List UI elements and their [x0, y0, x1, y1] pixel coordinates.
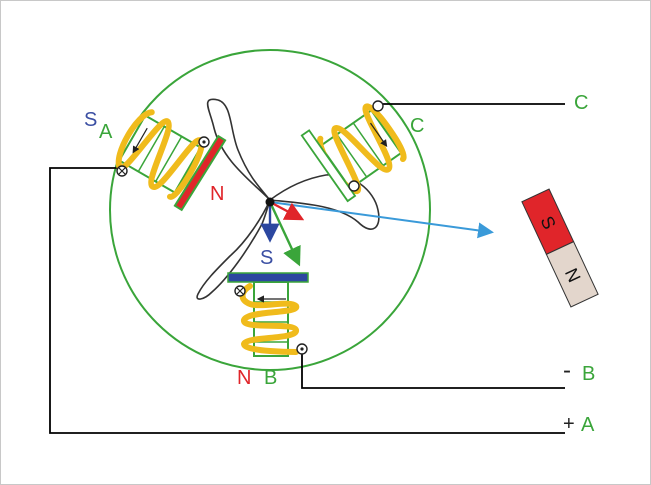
coil-c: [317, 103, 407, 195]
field-arrow-red: [269, 200, 305, 221]
terminal-c-label: C: [574, 92, 589, 114]
field-arrow-blue: [269, 201, 494, 239]
coil-a-plate-pole-label: N: [210, 183, 225, 205]
wire-a: [49, 167, 565, 434]
current-in-cross-icon: [116, 165, 128, 177]
rotor-center: [265, 197, 275, 207]
coil-c-pole-plate: [300, 129, 357, 203]
terminal-b-sign: -: [563, 357, 571, 384]
coil-a-pole-label: S: [84, 109, 98, 131]
wire-b: [301, 352, 565, 389]
coil-a-pole-plate: [173, 134, 227, 212]
coil-b-pole-label: N: [237, 367, 252, 389]
coil-a-label: A: [99, 121, 113, 143]
rotor-outline: [196, 98, 380, 300]
terminal-circle-icon: [372, 100, 384, 112]
terminal-b-label: B: [582, 363, 596, 385]
bar-magnet: S N: [521, 188, 599, 308]
magnet-n-half: [545, 240, 599, 308]
wiring: [49, 103, 565, 434]
current-in-cross-icon: [234, 285, 246, 297]
field-arrow-green: [268, 201, 301, 267]
coil-b-winding: [239, 283, 300, 355]
terminal-circle-icon: [348, 180, 360, 192]
coil-b-pole-plate: [227, 272, 309, 283]
stator-ring: [109, 49, 431, 371]
coil-b-label: B: [264, 367, 278, 389]
terminal-a-sign: +: [563, 413, 575, 435]
coil-b: [239, 281, 300, 357]
rotor-pole-label: S: [260, 247, 274, 269]
terminal-a-label: A: [581, 414, 595, 436]
coil-b-core: [253, 281, 289, 357]
coil-c-label: C: [410, 115, 425, 137]
